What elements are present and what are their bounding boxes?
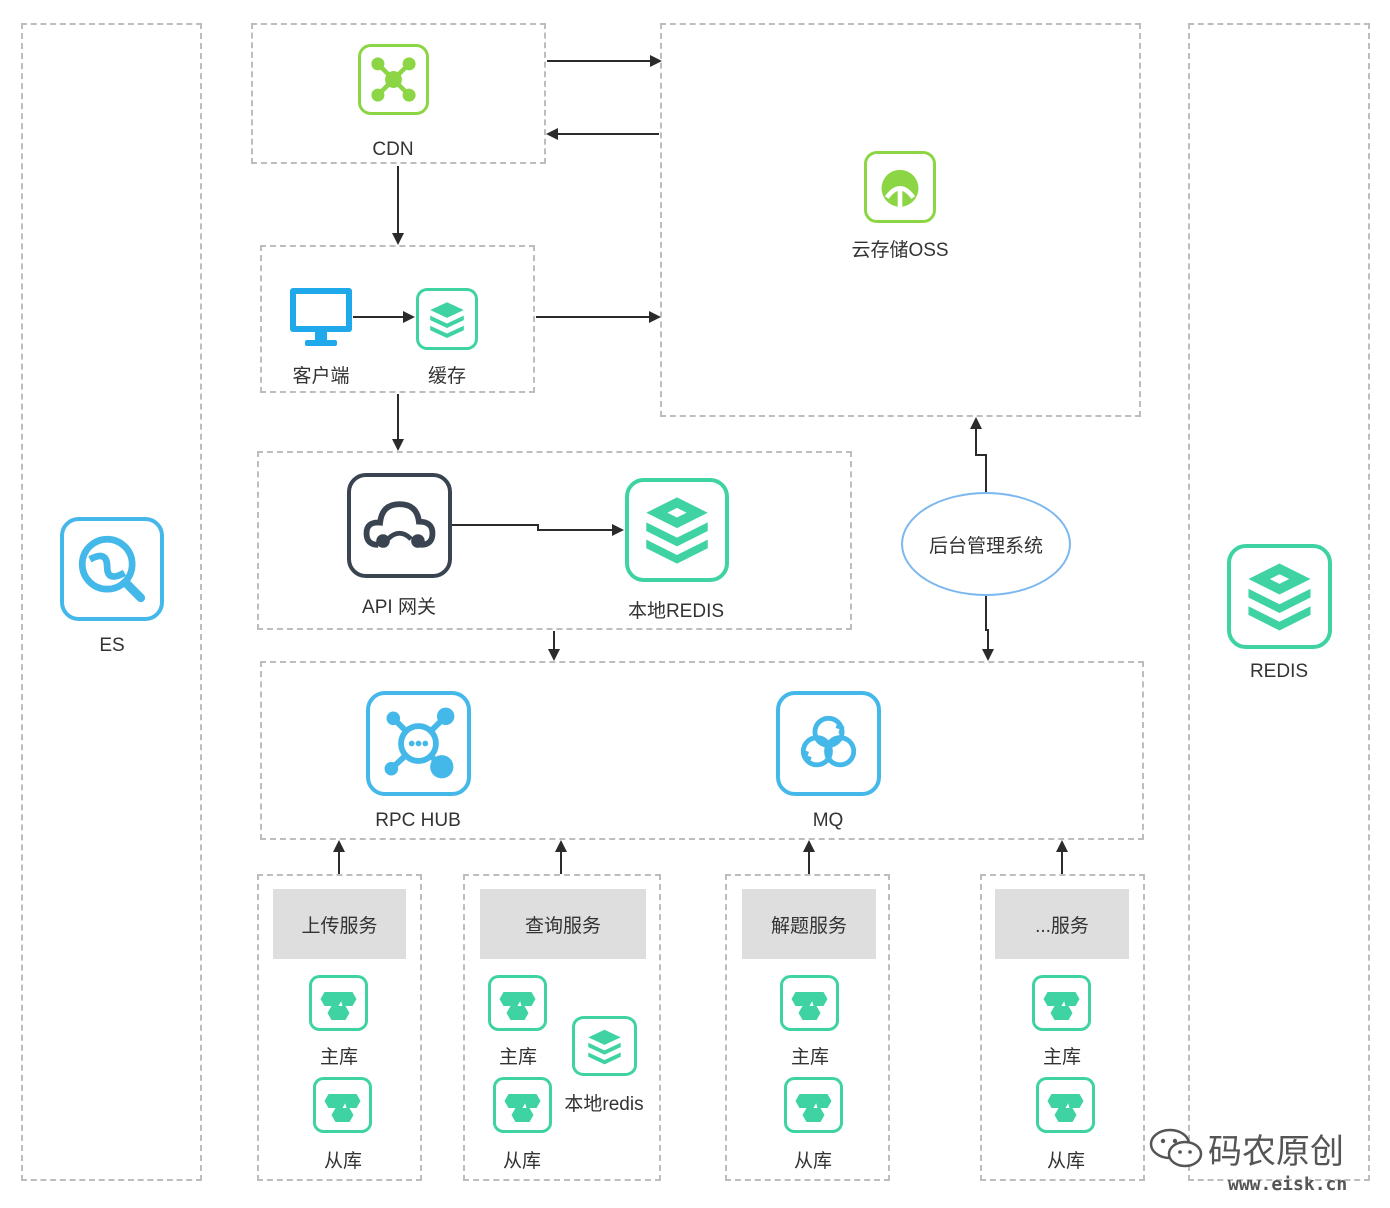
mq-label: MQ	[812, 810, 844, 831]
database-icon	[493, 1077, 552, 1133]
redis-label: REDIS	[1249, 661, 1309, 682]
master-db-label: 主库	[790, 1047, 830, 1068]
local-redis-stack-icon	[625, 478, 729, 582]
master-db-label: 主库	[1042, 1047, 1082, 1068]
monitor-icon	[288, 286, 354, 350]
service-header-other: ...服务	[995, 889, 1129, 959]
cdn-label: CDN	[372, 139, 414, 160]
stack-icon	[416, 288, 478, 350]
cloud-gateway-icon	[347, 473, 452, 578]
client-group	[260, 245, 535, 393]
watermark-title: 码农原创	[1208, 1132, 1344, 1172]
service-header-query: 查询服务	[480, 889, 646, 959]
service-group-upload	[257, 874, 422, 1181]
service-name: 解题服务	[770, 915, 847, 937]
service-header-solve: 解题服务	[742, 889, 876, 959]
cycle-icon	[776, 691, 881, 796]
service-group-solve	[725, 874, 890, 1181]
api-gateway-label: API 网关	[362, 597, 436, 618]
redis-column	[1188, 23, 1370, 1181]
arrow-admin-to-mq	[982, 596, 994, 661]
es-label: ES	[99, 635, 125, 656]
master-db-label: 主库	[498, 1047, 538, 1068]
service-header-upload: 上传服务	[273, 889, 406, 959]
database-icon	[1036, 1077, 1095, 1133]
slave-db-label: 从库	[502, 1151, 542, 1172]
master-db-label: 主库	[319, 1047, 359, 1068]
arrow-admin-to-oss	[970, 417, 987, 492]
es-column	[21, 23, 202, 1181]
admin-system-label: 后台管理系统	[928, 535, 1043, 557]
hub-icon	[366, 691, 471, 796]
gateway-group	[257, 451, 852, 630]
oss-label: 云存储OSS	[851, 240, 949, 261]
slave-db-label: 从库	[323, 1151, 363, 1172]
slave-db-label: 从库	[1046, 1151, 1086, 1172]
database-icon	[784, 1077, 843, 1133]
service-name: ...服务	[1035, 915, 1089, 937]
service-group-query	[463, 874, 661, 1181]
service-name: 上传服务	[301, 915, 378, 937]
stack-icon	[572, 1016, 637, 1076]
client-label: 客户端	[292, 366, 350, 387]
search-icon	[60, 517, 164, 621]
rpc-hub-label: RPC HUB	[375, 810, 461, 831]
database-icon	[309, 975, 368, 1031]
arrow-api-to-local-redis	[452, 524, 624, 536]
wechat-logo-icon	[1148, 1127, 1204, 1169]
cdn-nodes-icon	[358, 44, 429, 115]
oss-group	[660, 23, 1141, 417]
service-name: 查询服务	[524, 915, 601, 937]
slave-db-label: 从库	[793, 1151, 833, 1172]
database-icon	[313, 1077, 372, 1133]
database-icon	[1032, 975, 1091, 1031]
cdn-group	[251, 23, 546, 164]
local-redis-label: 本地REDIS	[627, 601, 725, 622]
database-icon	[488, 975, 547, 1031]
database-icon	[780, 975, 839, 1031]
cache-label: 缓存	[427, 366, 467, 387]
redis-stack-icon	[1227, 544, 1332, 649]
rpc-group	[260, 661, 1144, 840]
cloud-storage-icon	[864, 151, 936, 223]
local-redis-small-label: 本地redis	[564, 1094, 644, 1115]
service-group-other	[980, 874, 1145, 1181]
admin-system-node: 后台管理系统	[901, 492, 1071, 596]
watermark-url: www.eisk.cn	[1228, 1174, 1348, 1195]
